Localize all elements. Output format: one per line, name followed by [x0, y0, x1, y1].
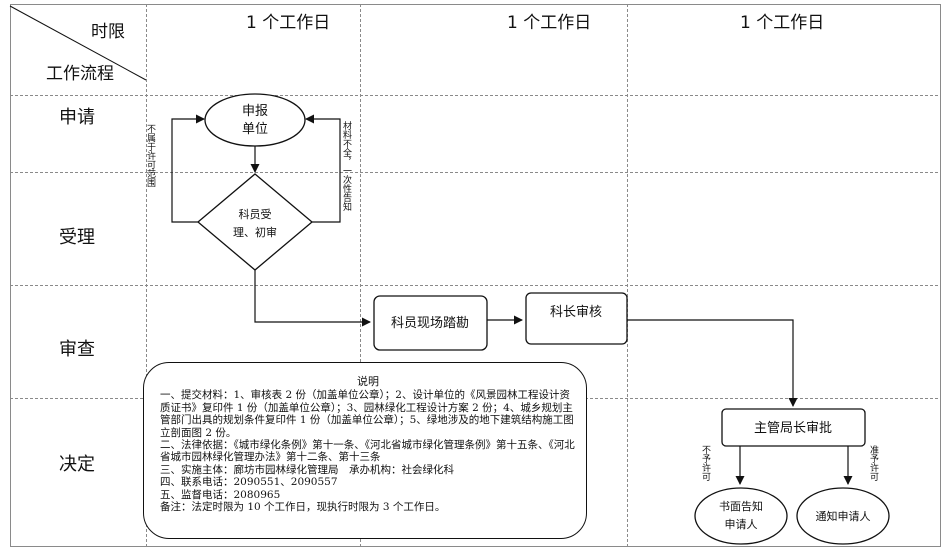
node-apply-unit: 申报 单位: [204, 93, 306, 147]
arrow-to-site-survey: [254, 270, 371, 327]
loop-right: [305, 114, 341, 223]
notes-line: 备注：法定时限为 10 个工作日，现执行时限为 3 个工作日。: [160, 501, 446, 514]
header-diagonal: [9, 5, 147, 81]
row-label-accept: 受理: [59, 227, 95, 248]
node-label: 通知申请人: [816, 509, 871, 523]
table-border: [10, 4, 941, 547]
notes-line: 三、实施主体：廊坊市园林绿化管理局 承办机构：社会绿化科: [160, 463, 454, 476]
node-label: 书面告知: [719, 499, 763, 513]
notes-line: 一、提交材料：1、审核表 2 份（加盖单位公章）；2、设计单位的《风景园林工程设…: [160, 389, 574, 439]
notes-line: 四、联系电话：2090551、2090557: [160, 476, 338, 489]
node-label: 科员现场踏勘: [391, 316, 469, 331]
node-label: 科长审核: [550, 305, 602, 320]
notes-box: 说明 一、提交材料：1、审核表 2 份（加盖单位公章）；2、设计单位的《风景园林…: [143, 362, 587, 539]
node-label: 科员受: [239, 207, 272, 221]
notes-line: 五、监督电话：2080965: [160, 488, 281, 501]
column-header: 1 个工作日: [246, 13, 330, 33]
notes-title: 说明: [357, 375, 379, 388]
corner-time-label: 时限: [91, 22, 125, 42]
edge-label-incomplete: 材料不全，一次性告知: [341, 120, 352, 212]
node-clerk-review: 科员受 理、初审: [196, 173, 314, 271]
column-header: 1 个工作日: [507, 13, 591, 33]
connectors: [171, 114, 853, 485]
node-label: 申报: [242, 104, 268, 119]
row-label-decide: 决定: [59, 454, 95, 475]
edge-label-permitted: 准予许可: [868, 445, 879, 481]
node-site-survey: 科员现场踏勘: [373, 295, 488, 351]
node-label: 申请人: [725, 518, 758, 531]
column-header: 1 个工作日: [740, 13, 824, 33]
node-bureau-approve: 主管局长审批: [721, 408, 866, 447]
edge-label-not-in-scope: 不属于许可范围: [145, 124, 156, 188]
loop-left: [171, 114, 205, 223]
notes-line: 二、法律依据：《城市绿化条例》第十一条、《河北省城市绿化管理条例》第十五条、《河…: [160, 439, 575, 464]
node-notify-applicant: 通知申请人: [796, 487, 890, 545]
node-label: 主管局长审批: [754, 421, 832, 436]
node-label: 理、初审: [233, 225, 277, 239]
node-label: 单位: [242, 122, 268, 137]
arrow-to-bureau: [627, 319, 798, 407]
corner-process-label: 工作流程: [46, 64, 114, 84]
edge-label-not-permitted: 不予许可: [700, 445, 711, 481]
row-label-review: 审查: [59, 339, 95, 360]
node-notify-written: 书面告知 申请人: [694, 487, 788, 545]
row-label-apply: 申请: [59, 107, 95, 128]
node-chief-review: 科长审核: [525, 292, 628, 345]
